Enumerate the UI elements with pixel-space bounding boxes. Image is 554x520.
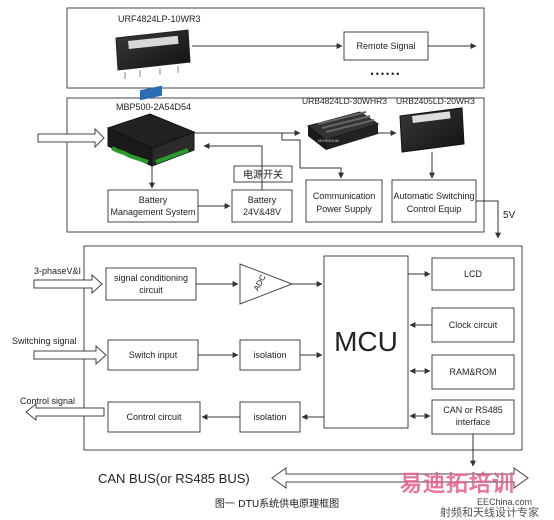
mbp-label: MBP500-2A54D54: [116, 102, 191, 112]
battery-label-line1: Battery: [248, 195, 277, 205]
can-interface-label-line2: interface: [456, 417, 491, 427]
isolation-label-1: isolation: [253, 350, 286, 360]
switch-module-picture: [399, 107, 465, 153]
figure-caption: 图一 DTU系统供电原理框图: [214, 499, 340, 510]
auto-switch-label-line2: Control Equip: [407, 204, 462, 214]
signal-conditioning-label-line2: circuit: [139, 285, 163, 295]
power-panel: [66, 97, 485, 233]
control-circuit-box: [107, 401, 201, 433]
isolation-box-1: [239, 339, 301, 371]
watermark-site: EEChina.com: [477, 497, 533, 507]
comm-power-label-line2: Power Supply: [316, 204, 372, 214]
dtu-panel: [83, 245, 523, 451]
watermark-main: 易迪拓培训: [400, 472, 516, 497]
input-arrow-power: [37, 127, 105, 149]
switching-signal-label: Switching signal: [12, 336, 77, 346]
top-panel: [66, 7, 485, 89]
comm-power-label-line1: Communication: [313, 191, 376, 201]
auto-switch-box: [391, 179, 477, 223]
auto-switch-label-line1: Automatic Switching: [393, 191, 474, 201]
lcd-label: LCD: [464, 269, 483, 279]
signal-conditioning-box: [105, 267, 197, 301]
can-interface-box: [431, 399, 515, 435]
isolation-label-2: isolation: [253, 412, 286, 422]
output-arrow-control: [25, 402, 105, 422]
svg-text:MORNSUN: MORNSUN: [318, 138, 339, 143]
power-switch-label: 电源开关: [243, 168, 283, 181]
bus-arrow: [271, 467, 529, 489]
bus-label: CAN BUS(or RS485 BUS): [98, 471, 250, 486]
arrow-5v: [476, 200, 501, 239]
mcu-label: MCU: [334, 326, 398, 357]
signal-conditioning-label-line1: signal conditioning: [114, 273, 188, 283]
bms-label-line2: Management System: [110, 207, 195, 217]
five-v-label: 5V: [503, 210, 516, 221]
top-module-picture: [115, 29, 191, 79]
control-circuit-label: Control circuit: [126, 412, 182, 422]
clock-label: Clock circuit: [449, 320, 498, 330]
battery-label-line2: 24V&48V: [243, 207, 281, 217]
input-arrow-three-phase: [33, 273, 103, 295]
clock-box: [431, 307, 515, 343]
urb-switch-label: URB2405LD-20WR3: [396, 96, 475, 106]
adc-triangle: [239, 263, 294, 305]
power-switch-box: [233, 165, 293, 183]
remote-signal-label: Remote Signal: [356, 41, 415, 51]
ram-rom-box: [431, 354, 515, 390]
switch-input-label: Switch input: [129, 350, 178, 360]
ram-rom-label: RAM&ROM: [450, 367, 497, 377]
comm-module-picture: MORNSUN: [306, 111, 380, 150]
can-interface-label-line1: CAN or RS485: [443, 405, 503, 415]
more-signals-dots: ••••••: [371, 69, 402, 79]
lcd-box: [431, 257, 515, 291]
watermark-sub: 射频和天线设计专家: [440, 506, 539, 519]
bms-label-line1: Battery: [139, 195, 168, 205]
urb-comm-label: URB4824LD-30WHR3: [302, 96, 387, 106]
input-arrow-switching: [33, 344, 107, 366]
arrow-battery-to-mbp: [203, 143, 263, 190]
isolation-box-2: [239, 401, 301, 433]
top-module-label: URF4824LP-10WR3: [118, 14, 201, 24]
remote-signal-box: [343, 31, 429, 61]
comm-power-box: [305, 179, 383, 223]
arrow-to-comm-supply: [281, 133, 344, 179]
three-phase-label: 3-phaseV&I: [34, 266, 81, 276]
control-signal-label: Control signal: [20, 396, 75, 406]
mcu-box: [323, 255, 409, 429]
